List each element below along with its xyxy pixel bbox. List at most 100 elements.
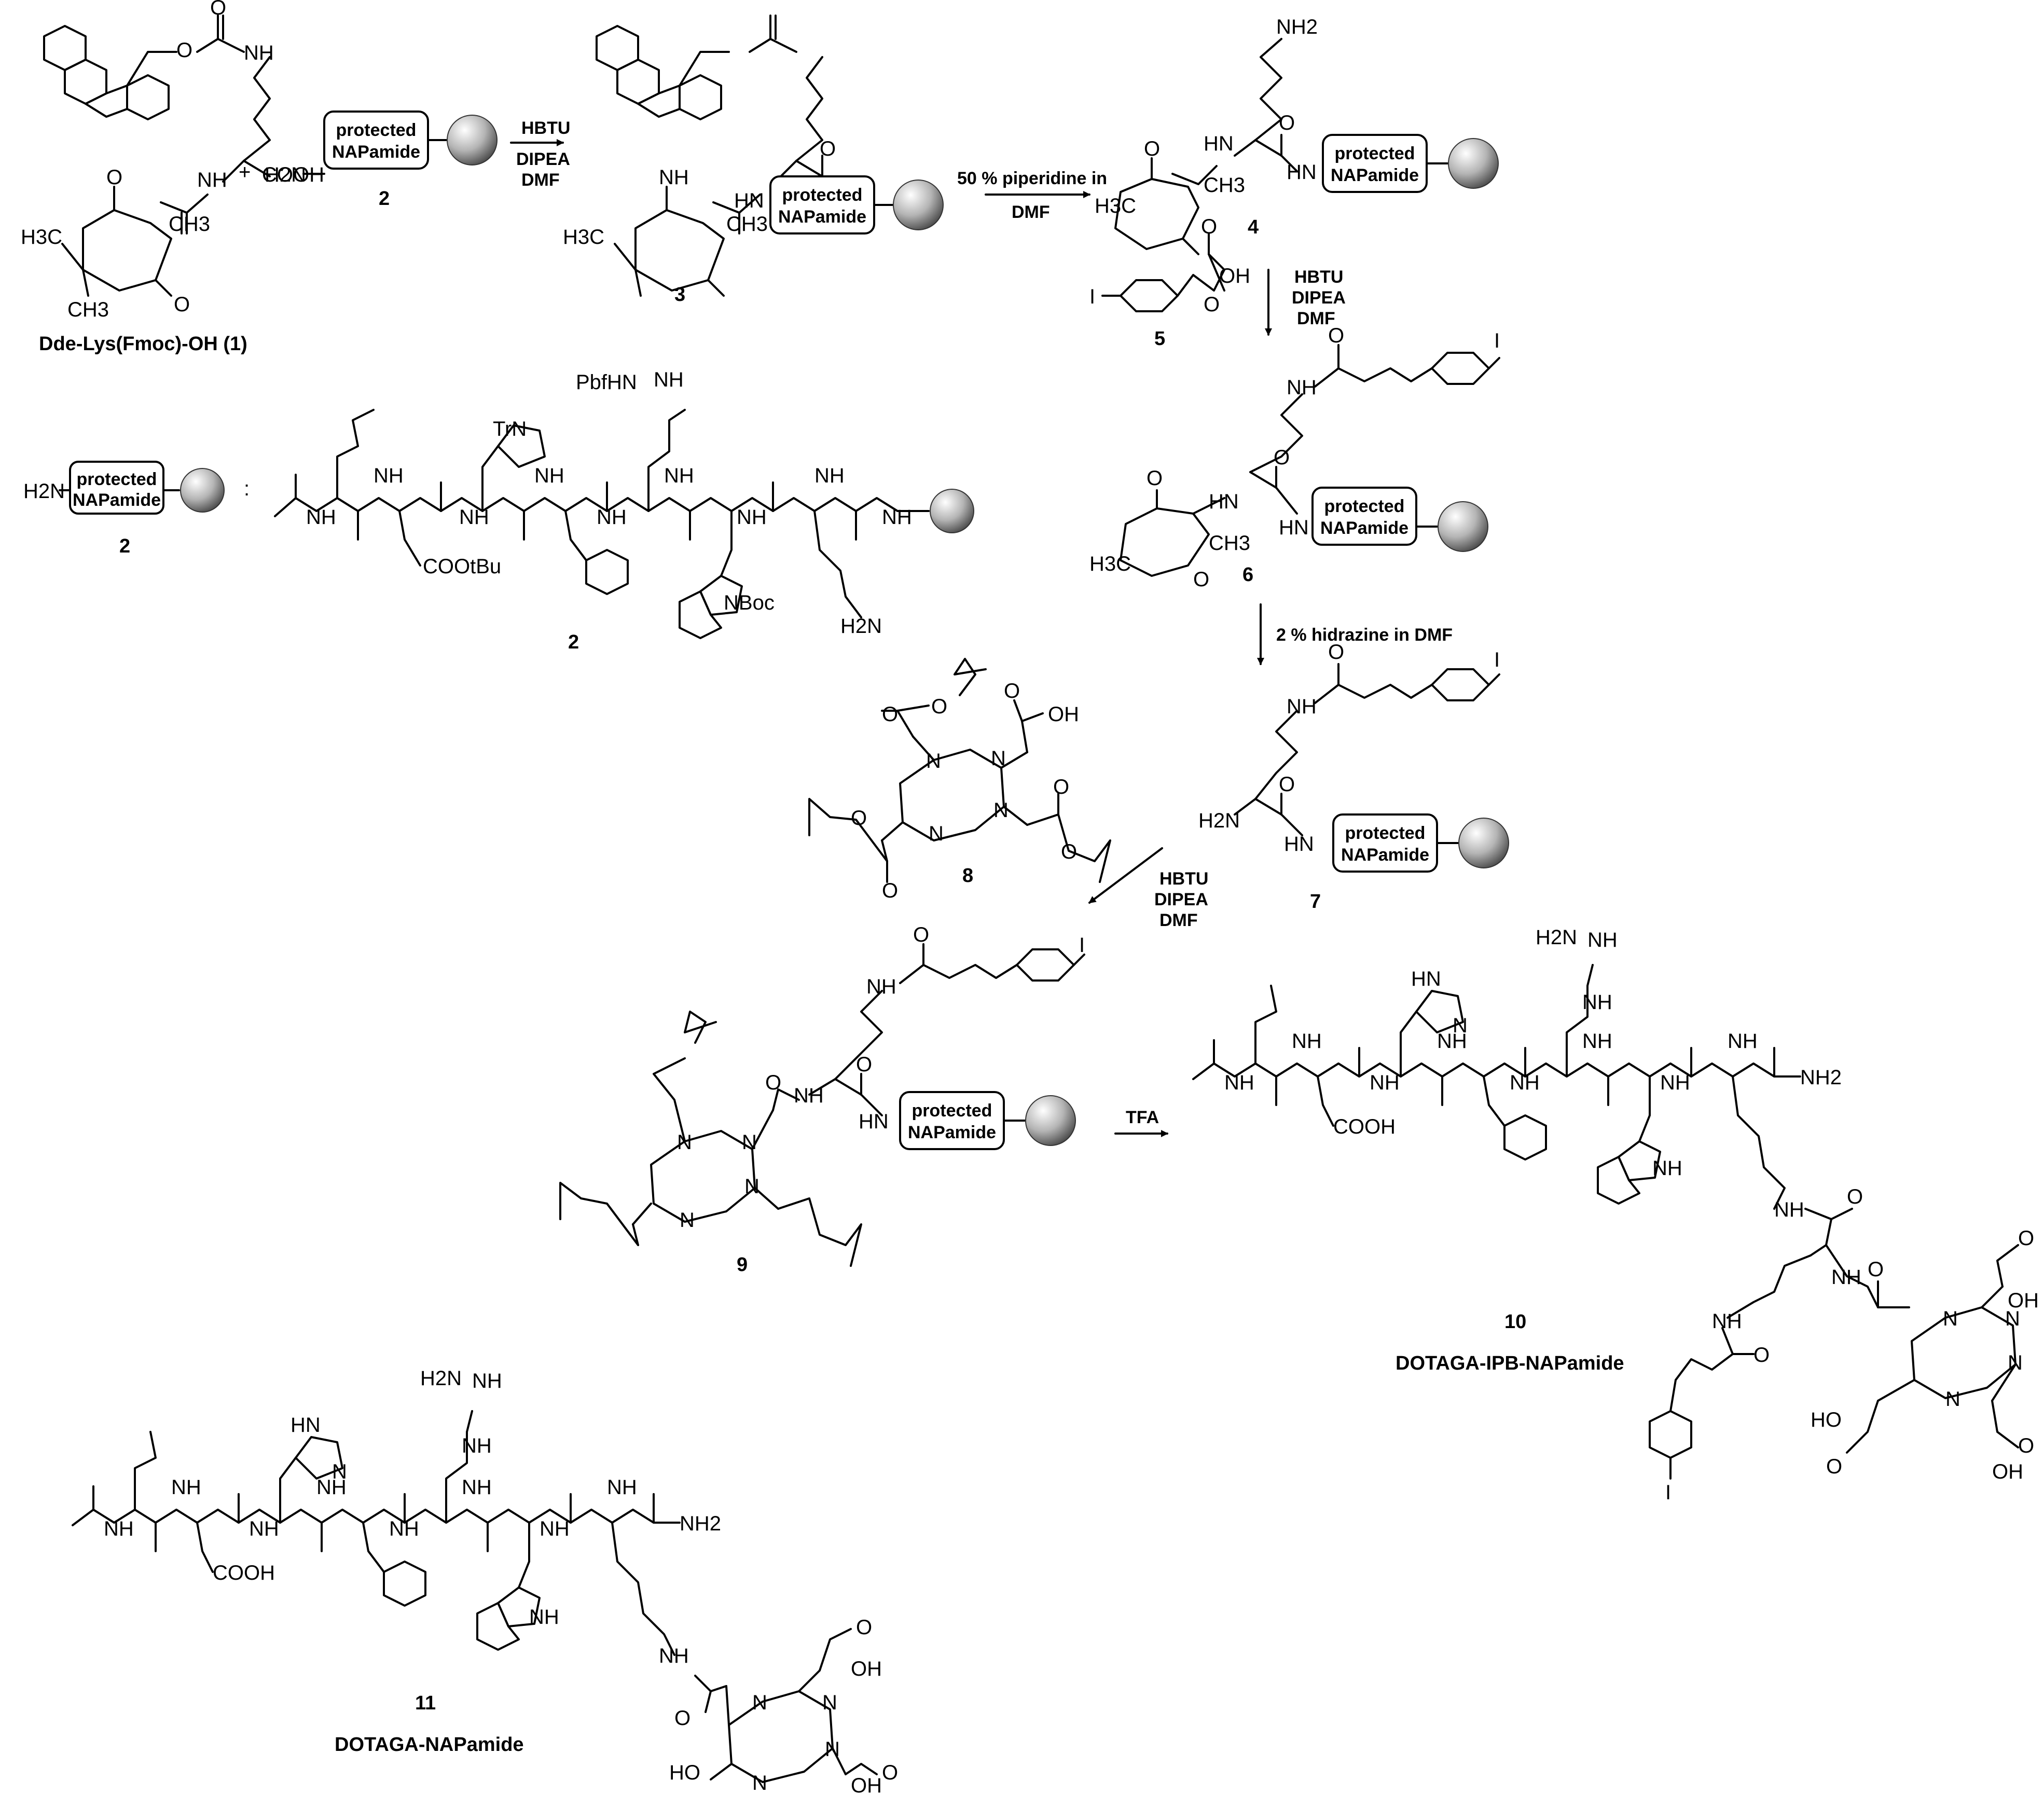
atom-label: HN (291, 1414, 321, 1437)
atom-label: NH (389, 1517, 419, 1540)
atom-label: HN (1411, 968, 1441, 990)
atom-label: NH (1370, 1071, 1400, 1094)
atom-label: NH (249, 1517, 279, 1540)
atom-label: NH2 (1800, 1066, 1842, 1089)
atom-label: NH (104, 1517, 134, 1540)
atom-label: NH (597, 506, 627, 529)
compound-5-structure: I OH O (1089, 232, 1250, 316)
atom-label: HN (734, 189, 764, 212)
atom-label: O (1274, 446, 1290, 469)
compound-3-label: 3 (674, 284, 685, 306)
compound-11-label: 11 (415, 1692, 436, 1714)
atom-o: O (106, 166, 122, 189)
atom-label: H3C (563, 226, 604, 248)
atom-label: NAPamide (1320, 518, 1408, 538)
atom-h3c: H3C (21, 226, 62, 248)
reagent: DMF (1297, 309, 1335, 328)
atom-label: OH (851, 1658, 882, 1680)
atom-label: O (1144, 137, 1160, 160)
atom-label: O (820, 137, 836, 160)
atom-label: OH (1048, 703, 1079, 726)
atom-label: O (1193, 568, 1209, 591)
compound-11-structure: NH NH NH NH NH NH NH NH NH2 COOH HN N H2… (72, 1367, 898, 1795)
reagent: DMF (1159, 910, 1198, 930)
atom-label: COOH (1333, 1115, 1396, 1138)
reagent: DIPEA (516, 149, 570, 169)
atom-label: NH (1287, 695, 1317, 718)
compound-2-peptide-structure: NH NH NH NH NH NH NH NH NH COOtBu TrN Pb… (274, 368, 974, 639)
atom-label: HN (1204, 132, 1234, 155)
atom-label: NH (794, 1084, 824, 1107)
atom-label: NH (659, 1645, 689, 1667)
atom-label: NH (1437, 1030, 1467, 1053)
atom-label: NH (1774, 1198, 1804, 1221)
atom-label: NH2 (1276, 16, 1318, 38)
atom-label: I (1079, 934, 1085, 957)
atom-label: OH (851, 1774, 882, 1795)
compound-3-structure: protected NAPamide HN NH O CH3 H3C (563, 15, 944, 297)
atom-label: NH (654, 368, 684, 391)
atom-label: NH (1728, 1030, 1758, 1053)
reagent: DIPEA (1154, 890, 1208, 909)
atom-o: O (176, 39, 192, 62)
compound-2-peptide-label: 2 (568, 631, 579, 653)
atom-label: HN (1279, 516, 1309, 539)
atom-label: O (913, 923, 929, 946)
atom-label: N (1453, 1014, 1468, 1037)
compound-10-label: 10 (1504, 1311, 1526, 1333)
compound-1-structure: O O NH NH COOH O O CH3 H3C CH3 (21, 0, 324, 321)
atom-label: COOH (213, 1562, 275, 1584)
atom-label: NH (1652, 1157, 1682, 1180)
atom-label: N (742, 1131, 757, 1154)
atom-label: NAPamide (778, 207, 866, 227)
atom-label: protected (1335, 144, 1415, 163)
atom-label: O (1279, 112, 1295, 134)
atom-label: protected (1345, 823, 1426, 843)
resin-bead (447, 115, 498, 165)
atom-label: N (929, 822, 944, 845)
atom-label: H2N (1536, 926, 1577, 949)
compound-10-name: DOTAGA-IPB-NAPamide (1396, 1352, 1624, 1374)
atom-label: NAPamide (908, 1123, 996, 1142)
atom-label: O (882, 703, 898, 726)
reagent: DIPEA (1292, 288, 1346, 308)
atom-label: N (752, 1691, 767, 1714)
atom-label: TrN (493, 418, 527, 440)
atom-label: NBoc (724, 591, 775, 614)
atom-label: O (1061, 840, 1077, 863)
atom-label: N (2008, 1351, 2023, 1374)
atom-label: N (926, 750, 941, 772)
compound-6-structure: protected NAPamide I O NH HN HN O CH3 H3… (1089, 324, 1500, 591)
atom-label: O (1868, 1258, 1884, 1281)
atom-ch3: CH3 (67, 298, 109, 321)
reagent: TFA (1126, 1108, 1159, 1127)
atom-label: HN (859, 1110, 889, 1133)
atom-label: NH (659, 166, 689, 189)
atom-label: NH (737, 506, 767, 529)
atom-label: protected (912, 1101, 992, 1121)
atom-label: CH3 (1204, 174, 1245, 197)
atom-label: O (931, 695, 947, 718)
atom-label: H2N (840, 615, 882, 638)
atom-label: O (1826, 1455, 1842, 1478)
compound-2-resin-top: H2N protected NAPamide (265, 111, 498, 186)
atom-label: O (1328, 324, 1344, 347)
atom-label: NH (1831, 1266, 1861, 1289)
atom-label: O (856, 1616, 872, 1639)
atom-label: protected (77, 470, 157, 489)
atom-h2n: H2N (265, 163, 306, 186)
atom-label: NAPamide (1331, 165, 1419, 185)
reagent: DMF (1012, 202, 1050, 222)
atom-label: O (674, 1707, 690, 1730)
atom-label: NH (607, 1476, 637, 1499)
atom-label: O (2018, 1227, 2034, 1250)
compound-9-label: 9 (737, 1254, 748, 1276)
atom-label: NAPamide (1341, 845, 1429, 865)
reagent: 50 % piperidine in (957, 169, 1107, 188)
atom-label: H2N (23, 480, 65, 503)
compound-5-label: 5 (1154, 328, 1165, 350)
atom-label: NH (1292, 1030, 1322, 1053)
compound-2-label: 2 (379, 188, 390, 210)
atom-label: NH (1587, 929, 1618, 951)
atom-label: HN (1284, 833, 1314, 855)
